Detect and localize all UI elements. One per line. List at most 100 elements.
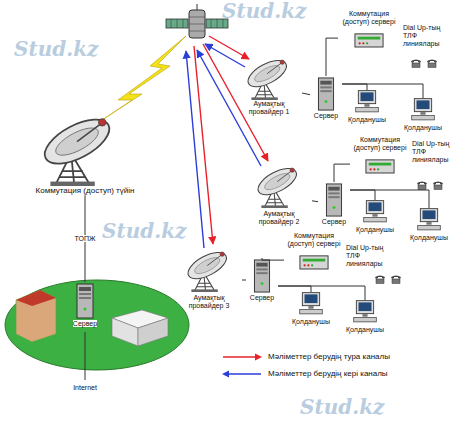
node-label: Қолданушы [292,318,330,325]
text-wrap: Аумақтық провайдер 1 [236,100,302,116]
drawing-part [16,290,56,306]
watermark: Stud.kz [14,38,104,61]
drawing-part [391,276,401,284]
drawing-part [209,36,249,59]
text-wrap: Коммутация (доступ) түйін [10,186,160,195]
text-wrap: Қолданушы [344,116,390,124]
drawing-part [318,78,333,110]
user-computer: Қолданушы [404,208,454,242]
forward-channels [194,36,268,244]
node-label: Сервер [250,294,274,301]
node-label: Қолданушы [404,124,442,131]
drawing-part [194,46,213,244]
connector [326,38,338,76]
provider-dishes [184,55,300,292]
drawing-part [418,209,441,230]
legend-text: Мәліметтер берудің кері каналы [268,369,388,378]
user-computer: Қолданушы [340,300,390,334]
connector [350,190,375,200]
node-label: Қолданушы [410,234,448,241]
phone-lines [375,60,443,284]
drawing-part [222,370,229,377]
drawing-part [433,182,443,190]
node-label: Коммутация (доступ) сервері [343,10,396,25]
access-server: Коммутация (доступ) сервері [338,10,400,48]
access-server: Коммутация (доступ) сервері [350,136,410,174]
satellite [166,4,228,38]
node-label: Аумақтық провайдер 3 [189,294,230,309]
legend-swatch [222,370,262,378]
switching-node-dish: Коммутация (доступ) түйін [10,118,160,195]
drawing-part [255,353,262,360]
watermark: Stud.kz [222,0,312,23]
drawing-part [184,247,230,292]
drawing-part [254,163,300,208]
label-text: Stud.kz [14,37,98,61]
drawing-part [223,356,256,358]
drawing-part [138,318,168,346]
drawing-part [411,60,421,68]
label-text: Stud.kz [300,395,384,419]
legend-item: Мәліметтер берудің кері каналы [222,369,388,378]
text-wrap: Коммутация (доступ) сервері [350,136,410,152]
hub-dish [38,111,116,186]
server: Сервер [246,258,278,302]
drawing-part [355,34,383,47]
connector [278,286,365,300]
access-server: Коммутация (доступ) сервері [284,232,344,270]
drawing-part [205,44,245,67]
drawing-part [412,99,435,120]
connector [302,93,310,95]
drawing-part [300,293,323,314]
drawing-part [375,276,385,284]
legend-swatch [222,353,262,361]
text-wrap: Қолданушы [352,226,398,234]
drawing-part [356,91,379,112]
drawing-part [354,301,377,322]
user-computer: Қолданушы [288,292,334,326]
node-label: Сервер [314,112,338,119]
drawing-part [244,55,290,100]
node-label: Сервер [322,218,346,225]
text-wrap: Қолданушы [288,318,334,326]
connector [312,200,318,202]
drawing-part [300,256,328,269]
drawing-part [197,4,198,10]
label-text: Dial Up-тың ТЛФ линиялары [403,24,440,47]
drawing-part [77,284,93,318]
text-wrap: Коммутация (доступ) сервері [338,10,400,26]
drawing-part [5,280,189,370]
node-label: Қолданушы [348,116,386,123]
edge-label: ТОПЖ [74,235,97,242]
connector [342,84,367,90]
node-label: Аумақтық провайдер 2 [259,210,300,225]
drawing-part [427,60,437,68]
node-label: Коммутация (доступ) сервері [354,136,407,151]
server: Сервер [318,182,350,226]
label-text: Dial Up-тың ТЛФ линиялары [412,140,449,163]
user-computer: Қолданушы [398,98,448,132]
watermark: Stud.kz [300,396,390,419]
user-computer: Қолданушы [352,200,398,234]
node-label: Қолданушы [346,326,384,333]
text-wrap: Сервер [68,320,102,328]
connector [242,280,246,281]
user-computer: Қолданушы [344,90,390,124]
connector [334,164,350,182]
text-wrap: Аумақтық провайдер 2 [246,210,312,226]
node-label: Коммутация (доступ) түйін [36,186,135,195]
connector [350,190,429,208]
server: Сервер [310,76,342,120]
node-label: Аумақтық провайдер 1 [249,100,290,115]
drawing-part [326,184,341,216]
radio-link [96,36,186,124]
drawing-part [112,318,138,346]
ground-area [5,280,189,380]
drawing-part [189,17,205,31]
dial-up-label: Dial Up-тың ТЛФ линиялары [403,24,455,48]
text-wrap: Қолданушы [340,326,390,334]
node-label: Қолданушы [356,226,394,233]
text-wrap: Аумақтық провайдер 3 [176,294,242,310]
